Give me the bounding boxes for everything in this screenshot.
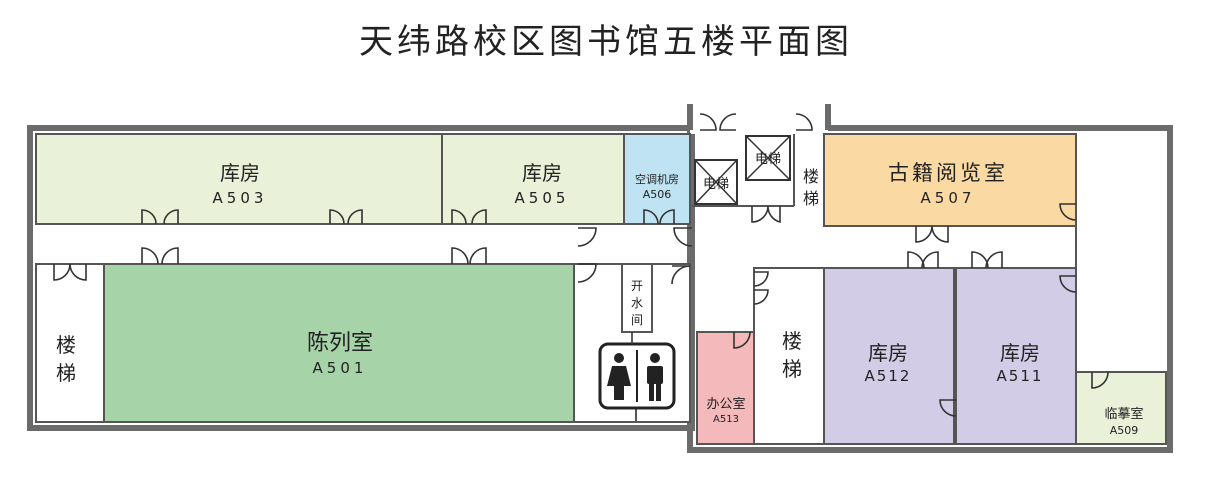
stair-notch [690, 104, 828, 134]
water-room-label-2: 水 [631, 296, 643, 310]
room-a513-code: A513 [713, 414, 739, 425]
room-a511-code: A511 [997, 367, 1044, 385]
room-a509[interactable] [1075, 371, 1167, 445]
room-a509-code: A509 [1110, 424, 1139, 437]
stairs-top-label-1: 楼 [803, 167, 819, 186]
room-a513[interactable] [696, 331, 755, 445]
restroom-icon[interactable] [598, 342, 676, 410]
room-a501-name: 陈列室 [307, 331, 373, 356]
outer-wall [30, 104, 735, 128]
stairs-center[interactable] [753, 267, 825, 445]
room-a501[interactable] [103, 263, 575, 423]
room-a511[interactable] [955, 267, 1077, 445]
stairs-center-label-1: 楼 [782, 329, 802, 353]
water-room[interactable] [621, 263, 653, 333]
room-a512[interactable] [823, 267, 955, 445]
room-a512-name: 库房 [868, 341, 908, 365]
water-room-label-3: 间 [631, 313, 643, 327]
room-a503-code: A503 [213, 189, 268, 207]
stairs-west-label-1: 楼 [56, 333, 76, 357]
door-swings [53, 113, 1109, 417]
room-a506-name: 空调机房 [635, 172, 679, 186]
room-a505-name: 库房 [522, 161, 562, 185]
room-a507-name: 古籍阅览室 [888, 161, 1008, 185]
stairs-west-label-2: 梯 [56, 361, 76, 385]
room-a506-code: A506 [643, 188, 672, 201]
room-a512-code: A512 [865, 367, 912, 385]
water-room-label-1: 开 [631, 279, 643, 293]
stairs-top-label-2: 梯 [803, 189, 819, 208]
elevator-2[interactable]: 电梯 [745, 135, 791, 181]
room-a501-code: A501 [313, 359, 368, 377]
stairs-center-label-2: 梯 [782, 357, 802, 381]
elevator-2-label: 电梯 [755, 152, 781, 167]
room-a503-name: 库房 [220, 161, 260, 185]
room-a511-name: 库房 [1000, 341, 1040, 365]
map-title: 天纬路校区图书馆五楼平面图 [359, 22, 853, 62]
room-a505-code: A505 [515, 189, 570, 207]
elevator-1-label: 电梯 [703, 177, 729, 192]
room-a513-name: 办公室 [706, 396, 745, 412]
room-a507-code: A507 [921, 189, 976, 207]
room-a506[interactable] [623, 133, 691, 225]
elevator-1[interactable]: 电梯 [694, 159, 738, 205]
room-a509-name: 临摹室 [1104, 406, 1143, 422]
